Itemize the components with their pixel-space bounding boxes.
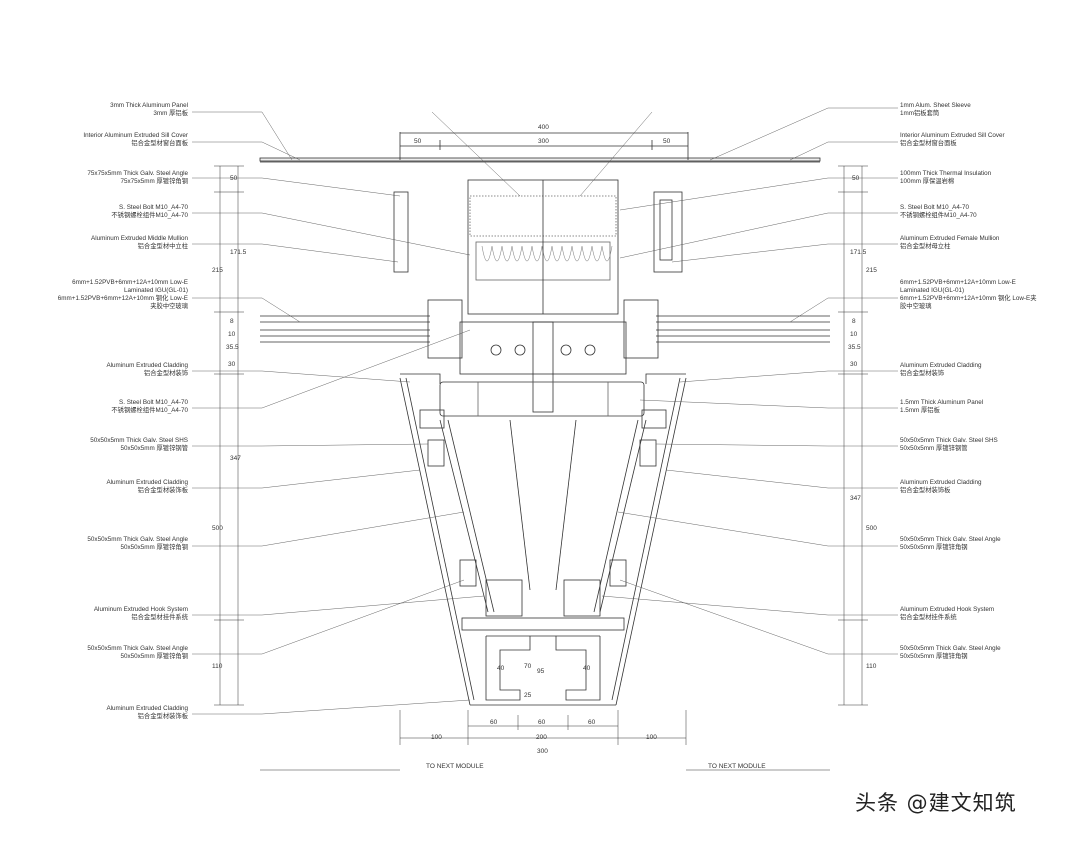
- insulation-box: [393, 179, 683, 315]
- dim-left-215: 215: [212, 267, 223, 274]
- dim-left-30: 30: [228, 361, 236, 368]
- dim-top-left: 50: [414, 138, 422, 145]
- dim-right-171-5: 171.5: [850, 249, 867, 256]
- dim-right-35-5: 35.5: [848, 344, 861, 351]
- left-label-5: 6mm+1.52PVB+6mm+12A+10mm Low-E Laminated…: [57, 279, 188, 310]
- dim-fin-40-right: 40: [583, 665, 591, 672]
- dim-bot-200: 200: [536, 734, 547, 741]
- dim-right-8: 8: [852, 318, 856, 325]
- mullion-connection: [427, 299, 659, 417]
- sill-cover: [259, 132, 821, 163]
- left-dim-lines: [214, 165, 244, 706]
- bottom-dim-lines: [260, 710, 830, 771]
- dim-right-500: 500: [866, 525, 877, 532]
- dim-fin-40-left: 40: [497, 665, 505, 672]
- dim-left-35-5: 35.5: [226, 344, 239, 351]
- fin-cladding: [399, 373, 687, 706]
- dim-right-10: 10: [850, 331, 858, 338]
- leaders-right: [601, 107, 898, 655]
- dim-left-110: 110: [212, 663, 223, 670]
- dim-bot-60-right: 60: [588, 719, 596, 726]
- dim-fin-95: 95: [537, 668, 545, 675]
- right-dim-lines: [838, 165, 868, 706]
- dim-left-10: 10: [228, 331, 236, 338]
- dim-fin-70: 70: [524, 663, 532, 670]
- dim-top-right: 50: [663, 138, 671, 145]
- dim-right-347: 347: [850, 495, 861, 502]
- dim-right-110: 110: [866, 663, 877, 670]
- dim-left-347: 347: [230, 455, 241, 462]
- dimension-texts: 400 50 300 50 347 500 110 215 171.5 50 8…: [212, 124, 877, 755]
- dim-right-30: 30: [850, 361, 858, 368]
- note-next-module-right: TO NEXT MODULE: [708, 763, 766, 770]
- hook-system: [485, 635, 601, 701]
- glass-right: [656, 315, 830, 343]
- dim-left-171-5: 171.5: [230, 249, 247, 256]
- watermark: 头条 @建文知筑: [855, 791, 1017, 815]
- dim-bot-300: 300: [537, 748, 548, 755]
- right-label-5: 6mm+1.52PVB+6mm+12A+10mm Low-E Laminated…: [900, 279, 1037, 310]
- dim-bot-100-left: 100: [431, 734, 442, 741]
- dim-bot-60-mid: 60: [538, 719, 546, 726]
- note-next-module-left: TO NEXT MODULE: [426, 763, 484, 770]
- leaders-left: [192, 111, 485, 715]
- dim-left-500: 500: [212, 525, 223, 532]
- dim-bot-100-right: 100: [646, 734, 657, 741]
- dim-right-215: 215: [866, 267, 877, 274]
- glass-left: [260, 315, 430, 343]
- dim-fin-25: 25: [524, 692, 532, 699]
- dim-bot-60-left: 60: [490, 719, 498, 726]
- dim-top-overall: 400: [538, 124, 549, 131]
- dim-left-50: 50: [230, 175, 238, 182]
- dim-right-50: 50: [852, 175, 860, 182]
- steel-structure: [419, 409, 667, 631]
- dim-left-8: 8: [230, 318, 234, 325]
- dim-top-center: 300: [538, 138, 549, 145]
